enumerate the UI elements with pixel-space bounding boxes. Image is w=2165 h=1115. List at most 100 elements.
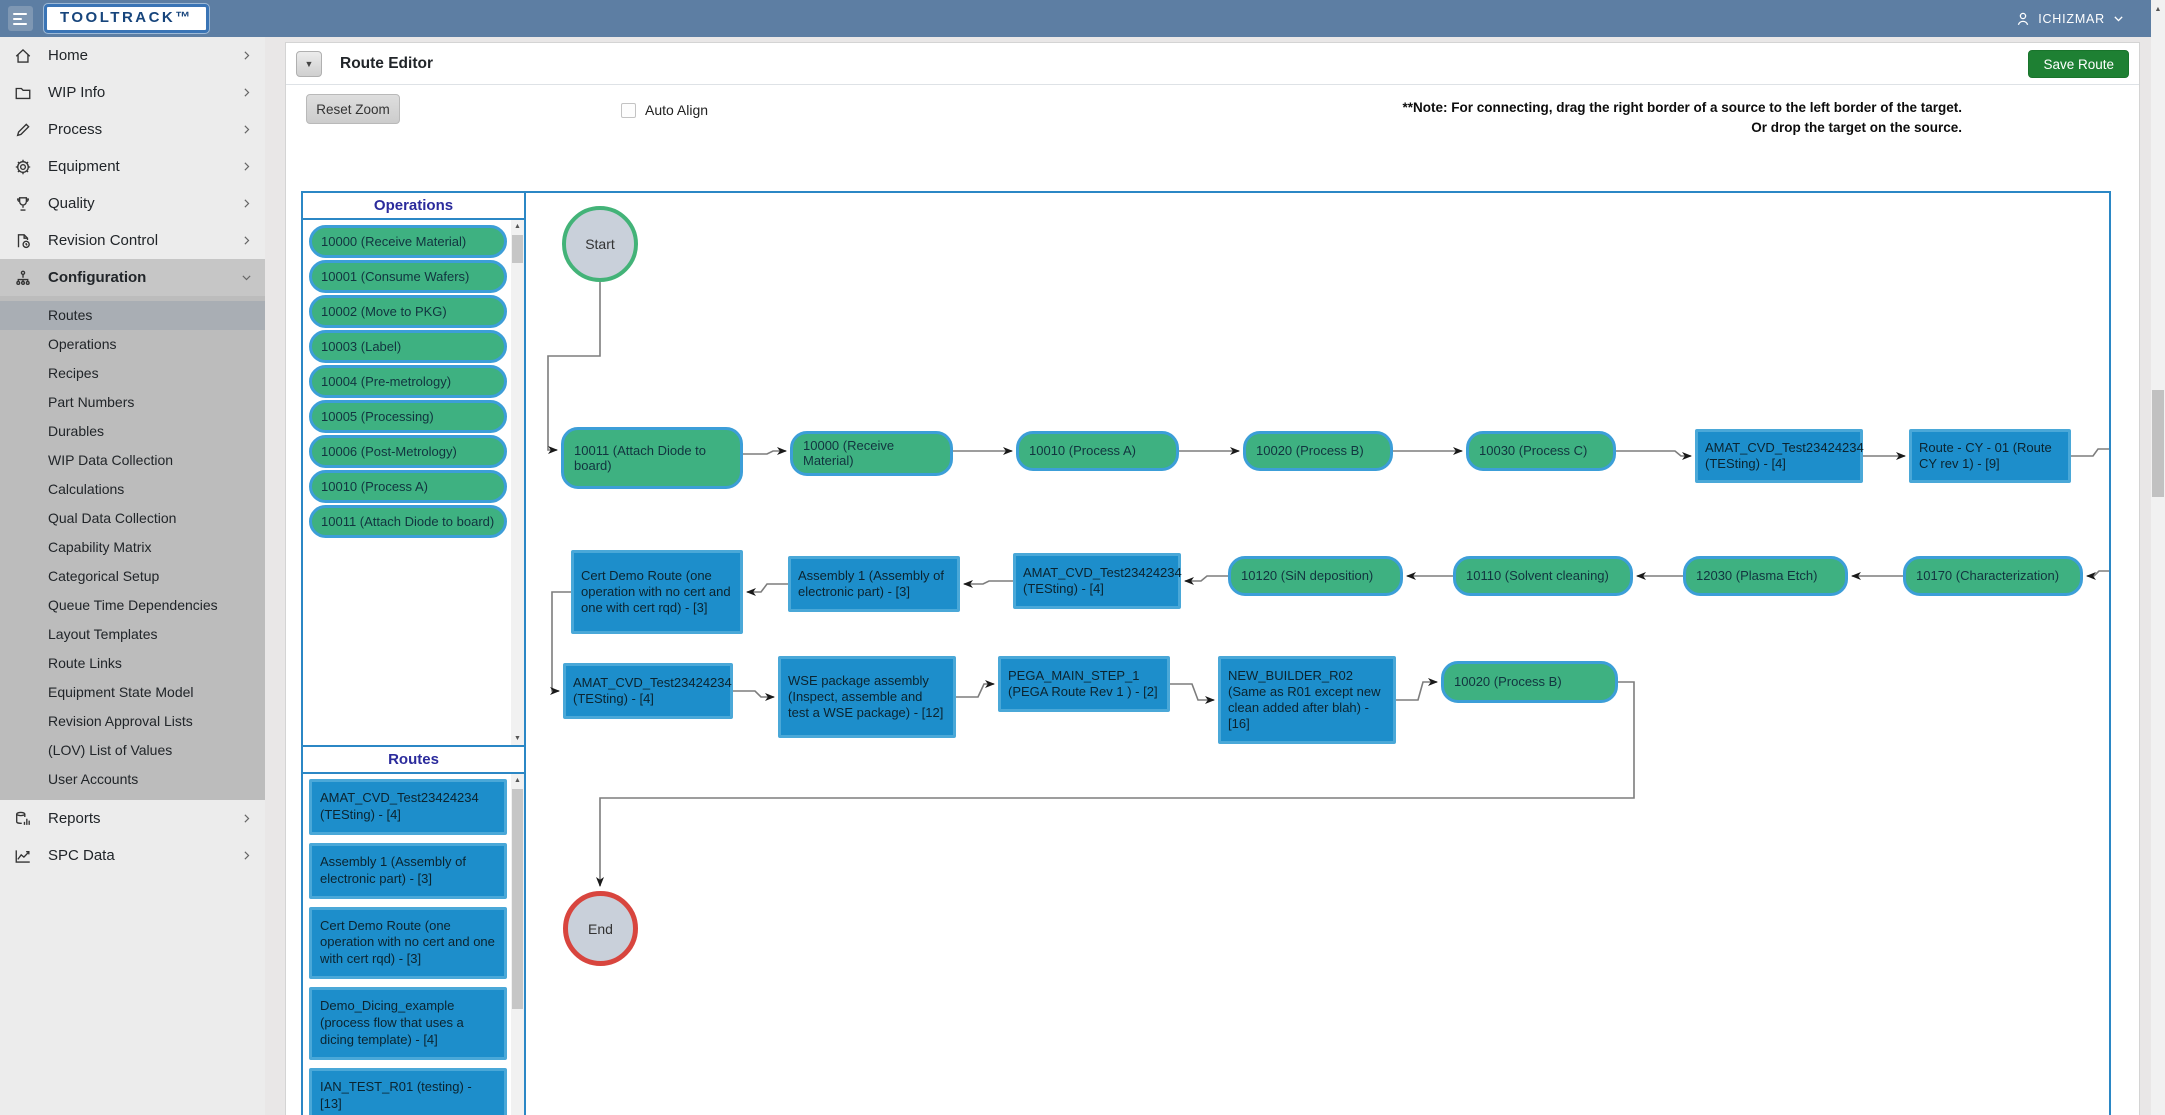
operation-item-10006-post-metrology[interactable]: 10006 (Post-Metrology) [309,435,507,468]
flow-node-n7-route-cy-01-route-cy-rev-1-9[interactable]: Route - CY - 01 (Route CY rev 1) - [9] [1909,429,2071,483]
sidebar-item-revision-control[interactable]: Revision Control [0,222,265,259]
end-node[interactable]: End [563,891,638,966]
start-node[interactable]: Start [562,206,638,282]
submenu-item-qual-data-collection[interactable]: Qual Data Collection [48,510,177,526]
reports-icon [14,810,32,828]
flow-node-n3-10010-process-a[interactable]: 10010 (Process A) [1016,431,1179,471]
scroll-up-icon[interactable]: ▲ [2154,6,2162,13]
operation-item-10001-consume-wafers[interactable]: 10001 (Consume Wafers) [309,260,507,293]
submenu-item-route-links[interactable]: Route Links [48,655,122,671]
sidebar-item-quality[interactable]: Quality [0,185,265,222]
operation-item-10004-pre-metrology[interactable]: 10004 (Pre-metrology) [309,365,507,398]
flow-node-n2-10000-receive-material[interactable]: 10000 (Receive Material) [790,431,953,476]
save-route-button[interactable]: Save Route [2028,50,2129,78]
flow-node-n10-amat-cvd-test23424234-testing-[interactable]: AMAT_CVD_Test23424234 (TESting) - [4] [1013,553,1182,609]
hamburger-menu-button[interactable] [8,6,33,31]
connector-edge [743,447,787,455]
route-item-demo-dicing-example-process-flow-that-us[interactable]: Demo_Dicing_example (process flow that u… [309,987,507,1060]
submenu-item-recipes[interactable]: Recipes [48,365,99,381]
operation-item-10005-processing[interactable]: 10005 (Processing) [309,400,507,433]
route-item-ian-test-r01-testing-13[interactable]: IAN_TEST_R01 (testing) - [13] [309,1067,507,1115]
flow-node-n13-12030-plasma-etch[interactable]: 12030 (Plasma Etch) [1683,556,1848,596]
flow-node-n6-amat-cvd-test23424234-testing-[interactable]: AMAT_CVD_Test23424234 (TESting) - [4] [1695,429,1864,483]
sidebar-item-reports[interactable]: Reports [0,800,265,837]
flow-connectors [547,282,2109,887]
sidebar-item-spc-data[interactable]: SPC Data [0,837,265,874]
operations-scrollbar[interactable]: ▲ ▼ [511,220,524,745]
flow-node-n18-new-builder-r02-same-as-r01-ex[interactable]: NEW_BUILDER_R02 (Same as R01 except new … [1218,656,1396,744]
operation-item-10000-receive-material[interactable]: 10000 (Receive Material) [309,225,507,258]
auto-align-checkbox[interactable] [621,102,636,118]
submenu-item-equipment-state-model[interactable]: Equipment State Model [48,684,194,700]
route-item-cert-demo-route-one-operation-with-no-ce[interactable]: Cert Demo Route (one operation with no c… [309,906,507,980]
sidebar-item-configuration[interactable]: Configuration [0,259,265,296]
flow-node-n12-10110-solvent-cleaning[interactable]: 10110 (Solvent cleaning) [1453,556,1633,596]
chevron-right-icon [240,234,253,247]
flow-node-n14-10170-characterization[interactable]: 10170 (Characterization) [1903,556,2083,596]
sidebar-item-wip-info[interactable]: WIP Info [0,74,265,111]
flow-area[interactable]: Start End 10011 (Attach Diode to board) 1… [526,193,2109,1115]
sidebar-item-label: Home [48,47,89,64]
submenu-item-routes[interactable]: Routes [0,301,265,330]
submenu-item-part-numbers[interactable]: Part Numbers [48,394,135,410]
submenu-item-wip-data-collection[interactable]: WIP Data Collection [48,452,174,468]
route-editor-card: ▼ Route Editor Save Route Reset Zoom Aut… [285,42,2140,1115]
operation-item-10002-move-to-pkg[interactable]: 10002 (Move to PKG) [309,295,507,328]
routes-scroll-thumb[interactable] [512,789,523,1009]
submenu-item-queue-time-dependencies[interactable]: Queue Time Dependencies [48,597,218,613]
user-menu[interactable]: ICHIZMAR [2015,11,2125,27]
connector-edge [1616,450,1692,460]
route-canvas: Operations 10000 (Receive Material)10001… [301,191,2111,1115]
routes-panel-title: Routes [303,747,524,774]
submenu-item-categorical-setup[interactable]: Categorical Setup [48,568,160,584]
submenu-item-layout-templates[interactable]: Layout Templates [48,626,158,642]
sidebar-item-process[interactable]: Process [0,111,265,148]
sidebar-item-equipment[interactable]: Equipment [0,148,265,185]
operations-list: 10000 (Receive Material)10001 (Consume W… [303,220,511,745]
flow-node-n11-10120-sin-deposition[interactable]: 10120 (SiN deposition) [1228,556,1403,596]
flow-node-n9-assembly-1-assembly-of-electro[interactable]: Assembly 1 (Assembly of electronic part)… [788,556,960,612]
submenu-item-user-accounts[interactable]: User Accounts [48,771,139,787]
auto-align-label: Auto Align [645,102,709,118]
flow-node-n8-cert-demo-route-one-operation-[interactable]: Cert Demo Route (one operation with no c… [571,550,743,634]
flow-node-n17-pega-main-step-1-pega-route-re[interactable]: PEGA_MAIN_STEP_1 (PEGA Route Rev 1 ) - [… [998,656,1170,712]
chevron-right-icon [240,160,253,173]
submenu-item-revision-approval-lists[interactable]: Revision Approval Lists [48,713,193,729]
page-scroll-thumb[interactable] [2152,390,2164,497]
flow-node-n15-amat-cvd-test23424234-testing-[interactable]: AMAT_CVD_Test23424234 (TESting) - [4] [563,663,733,719]
collapse-panel-button[interactable]: ▼ [296,50,322,77]
submenu-item-calculations[interactable]: Calculations [48,481,125,497]
submenu-item-durables[interactable]: Durables [48,423,105,439]
submenu-item-operations[interactable]: Operations [48,336,117,352]
route-item-amat-cvd-test23424234-testing-4[interactable]: AMAT_CVD_Test23424234 (TESting) - [4] [309,779,507,835]
scroll-down-icon[interactable]: ▼ [514,735,521,742]
gear-icon [14,158,32,176]
flow-node-n16-wse-package-assembly-inspect-a[interactable]: WSE package assembly (Inspect, assemble … [778,656,956,738]
submenu-item-lov-list-of-values[interactable]: (LOV) List of Values [48,742,173,758]
page-scrollbar[interactable]: ▲ [2151,0,2165,1115]
route-item-assembly-1-assembly-of-electronic-part-3[interactable]: Assembly 1 (Assembly of electronic part)… [309,842,507,899]
connector-edge [1396,678,1438,701]
submenu-item-capability-matrix[interactable]: Capability Matrix [48,539,152,555]
operations-scroll-thumb[interactable] [512,235,523,263]
flow-node-n19-10020-process-b[interactable]: 10020 (Process B) [1441,661,1618,703]
reset-zoom-button[interactable]: Reset Zoom [306,94,400,124]
triangle-down-icon: ▼ [304,58,314,69]
connector-edge [550,591,571,695]
sidebar-item-home[interactable]: Home [0,37,265,74]
flow-node-n4-10020-process-b[interactable]: 10020 (Process B) [1243,431,1393,471]
sidebar-item-label: Quality [48,195,95,212]
scroll-up-icon[interactable]: ▲ [514,223,521,230]
routes-scrollbar[interactable]: ▲ [511,774,524,1115]
operation-item-10011-attach-diode-to-board[interactable]: 10011 (Attach Diode to board) [309,505,507,538]
revision-icon [14,232,32,250]
scroll-up-icon[interactable]: ▲ [514,777,521,784]
operation-item-10003-label[interactable]: 10003 (Label) [309,330,507,363]
flow-node-n5-10030-process-c[interactable]: 10030 (Process C) [1466,431,1616,471]
trophy-icon [14,195,32,213]
flow-node-n1-10011-attach-diode-to-board[interactable]: 10011 (Attach Diode to board) [561,427,743,489]
chevron-right-icon [240,849,253,862]
operation-item-10010-process-a[interactable]: 10010 (Process A) [309,470,507,503]
